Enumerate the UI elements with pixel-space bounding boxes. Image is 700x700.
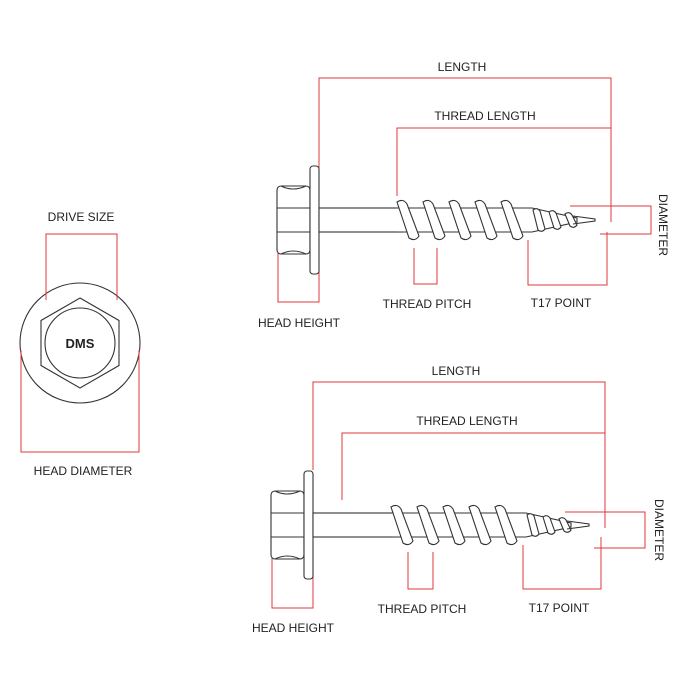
point-label: T17 POINT: [529, 601, 590, 615]
length-label: LENGTH: [432, 364, 481, 378]
screw-top: LENGTH THREAD LENGTH DIAMETER HEAD HEIGH…: [258, 60, 670, 330]
thread-crest: [468, 504, 492, 546]
head-height-label: HEAD HEIGHT: [258, 316, 341, 330]
thread-pitch-dimension: [407, 552, 434, 590]
thread-pitch-label: THREAD PITCH: [378, 602, 467, 616]
point-thread: [526, 513, 540, 537]
washer: [309, 165, 320, 275]
length-dimension: [312, 381, 606, 528]
thread-crest: [416, 504, 440, 546]
point-dimension: [527, 232, 608, 286]
hex-head-outline: [40, 297, 120, 389]
thread-crest: [500, 199, 524, 241]
hex-head-chamfer: [280, 185, 307, 190]
washer-circle: [19, 282, 141, 404]
screw-tip: [572, 215, 596, 225]
thread-crest: [442, 504, 466, 546]
hex-inner-circle: [44, 307, 116, 379]
point-thread: [548, 210, 562, 230]
thread-pitch-label: THREAD PITCH: [383, 297, 472, 311]
thread-length-dimension: [341, 432, 605, 500]
drive-size-dimension: [45, 233, 118, 300]
thread-crest: [448, 199, 472, 241]
head-height-dimension: [277, 245, 320, 303]
thread-length-label: THREAD LENGTH: [434, 109, 535, 123]
thread-crest: [494, 504, 518, 546]
point-thread: [542, 515, 556, 535]
head-diameter-label: HEAD DIAMETER: [34, 464, 133, 478]
thread-crest: [422, 199, 446, 241]
hex-head: [270, 490, 305, 560]
point-label: T17 POINT: [531, 296, 592, 310]
diameter-label: DIAMETER: [656, 194, 670, 256]
length-dimension: [318, 77, 612, 222]
diameter-dimension: [570, 205, 652, 235]
thread-pitch-dimension: [413, 248, 438, 285]
head-height-label: HEAD HEIGHT: [252, 621, 335, 635]
screw-body: [276, 165, 596, 275]
diameter-dimension: [565, 511, 646, 549]
diameter-label: DIAMETER: [652, 499, 666, 561]
head-top-view: DMS DRIVE SIZE HEAD DIAMETER: [19, 210, 141, 478]
hex-head: [276, 185, 311, 255]
drive-size-label: DRIVE SIZE: [48, 210, 115, 224]
thread-crest: [474, 199, 498, 241]
hex-head-chamfer: [280, 250, 307, 255]
head-height-dimension: [271, 550, 314, 609]
screw-body: [270, 470, 590, 580]
thread-length-label: THREAD LENGTH: [416, 414, 517, 428]
hex-head-chamfer: [274, 555, 301, 560]
screw-bottom: LENGTH THREAD LENGTH DIAMETER HEAD HEIGH…: [252, 364, 666, 635]
thread-length-dimension: [396, 127, 611, 196]
hex-head-chamfer: [274, 490, 301, 495]
washer: [303, 470, 314, 580]
thread-crest: [390, 504, 414, 546]
drive-code-label: DMS: [66, 336, 95, 351]
thread-crest: [396, 199, 420, 241]
point-dimension: [522, 537, 602, 590]
shank: [312, 512, 397, 538]
length-label: LENGTH: [438, 60, 487, 74]
head-diameter-dimension: [20, 350, 140, 453]
shank: [318, 207, 403, 233]
point-thread: [532, 208, 546, 232]
screw-tip: [566, 520, 590, 530]
